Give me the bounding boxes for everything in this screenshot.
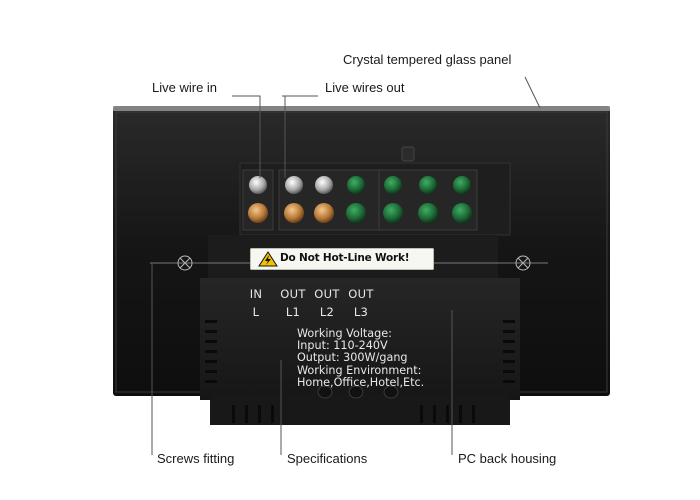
terminal-label-in-bottom: L — [252, 305, 260, 319]
terminal-label-out3-top: OUT — [348, 287, 374, 301]
terminal-label-out2-bottom: L2 — [319, 305, 335, 319]
terminal-screws-top — [249, 176, 471, 194]
leader-lines — [151, 76, 541, 455]
callout-screws-fitting: Screws fitting — [157, 451, 235, 466]
callout-live-wire-in: Live wire in — [152, 80, 218, 95]
specifications-text: Working Voltage: Input: 110-240V Output:… — [297, 327, 425, 389]
warning-triangle-icon — [258, 251, 278, 267]
spec-line: Input: 110-240V — [297, 339, 388, 353]
spec-line: Working Voltage: — [297, 327, 392, 340]
housing-vents — [205, 320, 515, 423]
spec-line: Working Environment: — [297, 363, 422, 377]
terminal-label-out2-top: OUT — [314, 287, 340, 301]
bottom-buttons — [317, 385, 399, 399]
pc-back-housing — [200, 278, 520, 400]
terminal-label-in-top: IN — [249, 287, 263, 301]
terminal-label-out3-bottom: L3 — [353, 305, 369, 319]
callout-pc-back-housing: PC back housing — [458, 451, 557, 466]
callout-glass-panel: Crystal tempered glass panel — [343, 52, 512, 67]
callout-specifications: Specifications — [287, 451, 368, 466]
terminal-label-out1-bottom: L1 — [285, 305, 301, 319]
terminal-label-out1-top: OUT — [280, 287, 306, 301]
spec-line: Output: 300W/gang — [297, 351, 408, 365]
warning-label: Do Not Hot-Line Work! — [250, 248, 434, 270]
spec-line: Home,Office,Hotel,Etc. — [297, 375, 425, 389]
callout-live-wires-out: Live wires out — [325, 80, 405, 95]
terminal-screws-bottom — [248, 203, 472, 223]
warning-text: Do Not Hot-Line Work! — [280, 252, 410, 264]
